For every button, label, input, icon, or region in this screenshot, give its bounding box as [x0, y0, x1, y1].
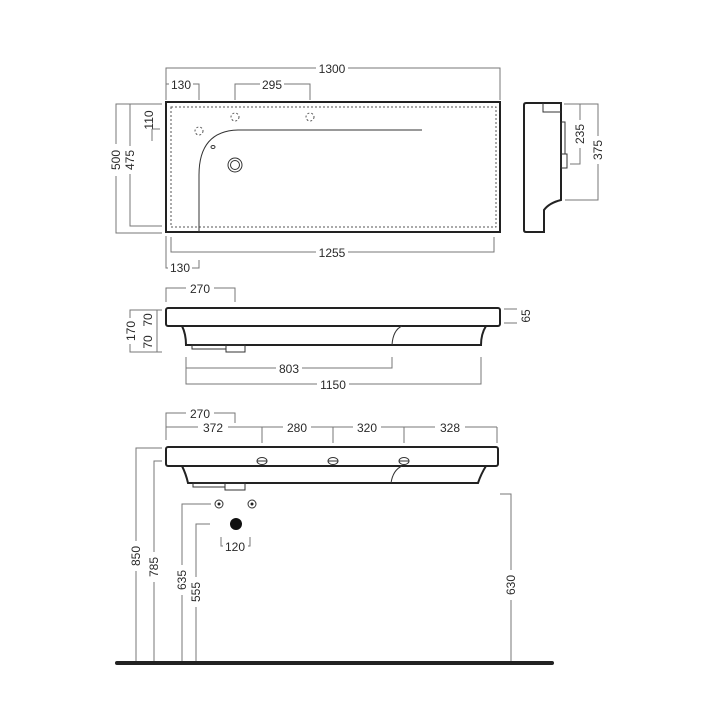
dim-70-bowl: 70 — [141, 335, 155, 349]
dim-328: 328 — [440, 421, 460, 435]
dim-line-630 — [500, 493, 512, 662]
overflow-hole — [210, 145, 216, 149]
dim-803: 803 — [279, 362, 299, 376]
front-view: 270 170 70 70 65 803 1150 — [124, 281, 533, 392]
dim-110: 110 — [142, 110, 156, 129]
dim-line-785 — [153, 460, 162, 662]
dim-375: 375 — [591, 140, 605, 160]
water-supply-right-icon — [247, 499, 257, 509]
dim-line-635 — [181, 503, 211, 662]
dim-635: 635 — [175, 570, 189, 590]
bowl-curve-install — [390, 465, 403, 484]
dim-120: 120 — [225, 540, 245, 554]
install-view: 270 372 280 320 328 120 850 785 635 555 … — [115, 406, 554, 665]
water-supply-left-icon — [214, 499, 224, 509]
dim-line-65 — [504, 308, 517, 324]
dim-1150: 1150 — [320, 378, 346, 392]
tap-holes — [256, 457, 410, 465]
bowl-curve — [391, 325, 403, 346]
dim-line-spacings — [166, 426, 498, 443]
dim-295: 295 — [262, 78, 282, 92]
side-view: 235 375 — [523, 102, 605, 233]
dim-850: 850 — [129, 546, 143, 566]
tap-hole-3 — [194, 126, 204, 136]
dim-270-install: 270 — [190, 407, 210, 421]
dim-630: 630 — [504, 575, 518, 595]
dim-65: 65 — [519, 309, 533, 323]
dim-line-555 — [195, 523, 210, 662]
dim-372: 372 — [203, 421, 223, 435]
rim-front — [165, 307, 501, 327]
side-rim — [542, 103, 561, 113]
top-view: 1300 130 295 110 500 475 1255 130 — [109, 61, 501, 275]
dim-1300: 1300 — [319, 62, 346, 76]
dim-1255: 1255 — [319, 246, 346, 260]
tap-hole-2 — [305, 112, 315, 122]
dim-line-110 — [151, 128, 160, 141]
drain-outer-icon — [227, 157, 243, 173]
waste-trap — [225, 344, 246, 353]
rim-install — [165, 446, 499, 467]
basin-side-outline — [523, 102, 562, 233]
dim-235: 235 — [573, 124, 587, 144]
basin-bowl-edge — [198, 129, 422, 232]
dim-785: 785 — [147, 557, 161, 577]
bowl-install — [180, 465, 488, 484]
bracket-lower — [560, 153, 568, 169]
tap-hole-1 — [230, 112, 240, 122]
waste-outlet-icon — [230, 518, 242, 530]
dim-70-rim: 70 — [141, 313, 155, 327]
dim-line-850 — [135, 447, 162, 662]
bowl-front — [180, 325, 488, 346]
dim-130-bottom: 130 — [170, 261, 190, 275]
dim-500: 500 — [109, 150, 123, 170]
dim-270-front: 270 — [190, 282, 210, 296]
waste-trap-install — [224, 482, 246, 491]
basin-inner-dashed — [170, 106, 497, 228]
dim-170: 170 — [124, 321, 138, 341]
dim-130-top: 130 — [171, 78, 191, 92]
dim-475: 475 — [123, 150, 137, 170]
dim-320: 320 — [357, 421, 377, 435]
basin-top-outline — [165, 101, 501, 233]
dim-555: 555 — [189, 582, 203, 602]
dim-280: 280 — [287, 421, 307, 435]
drain-inner-icon — [230, 160, 240, 170]
